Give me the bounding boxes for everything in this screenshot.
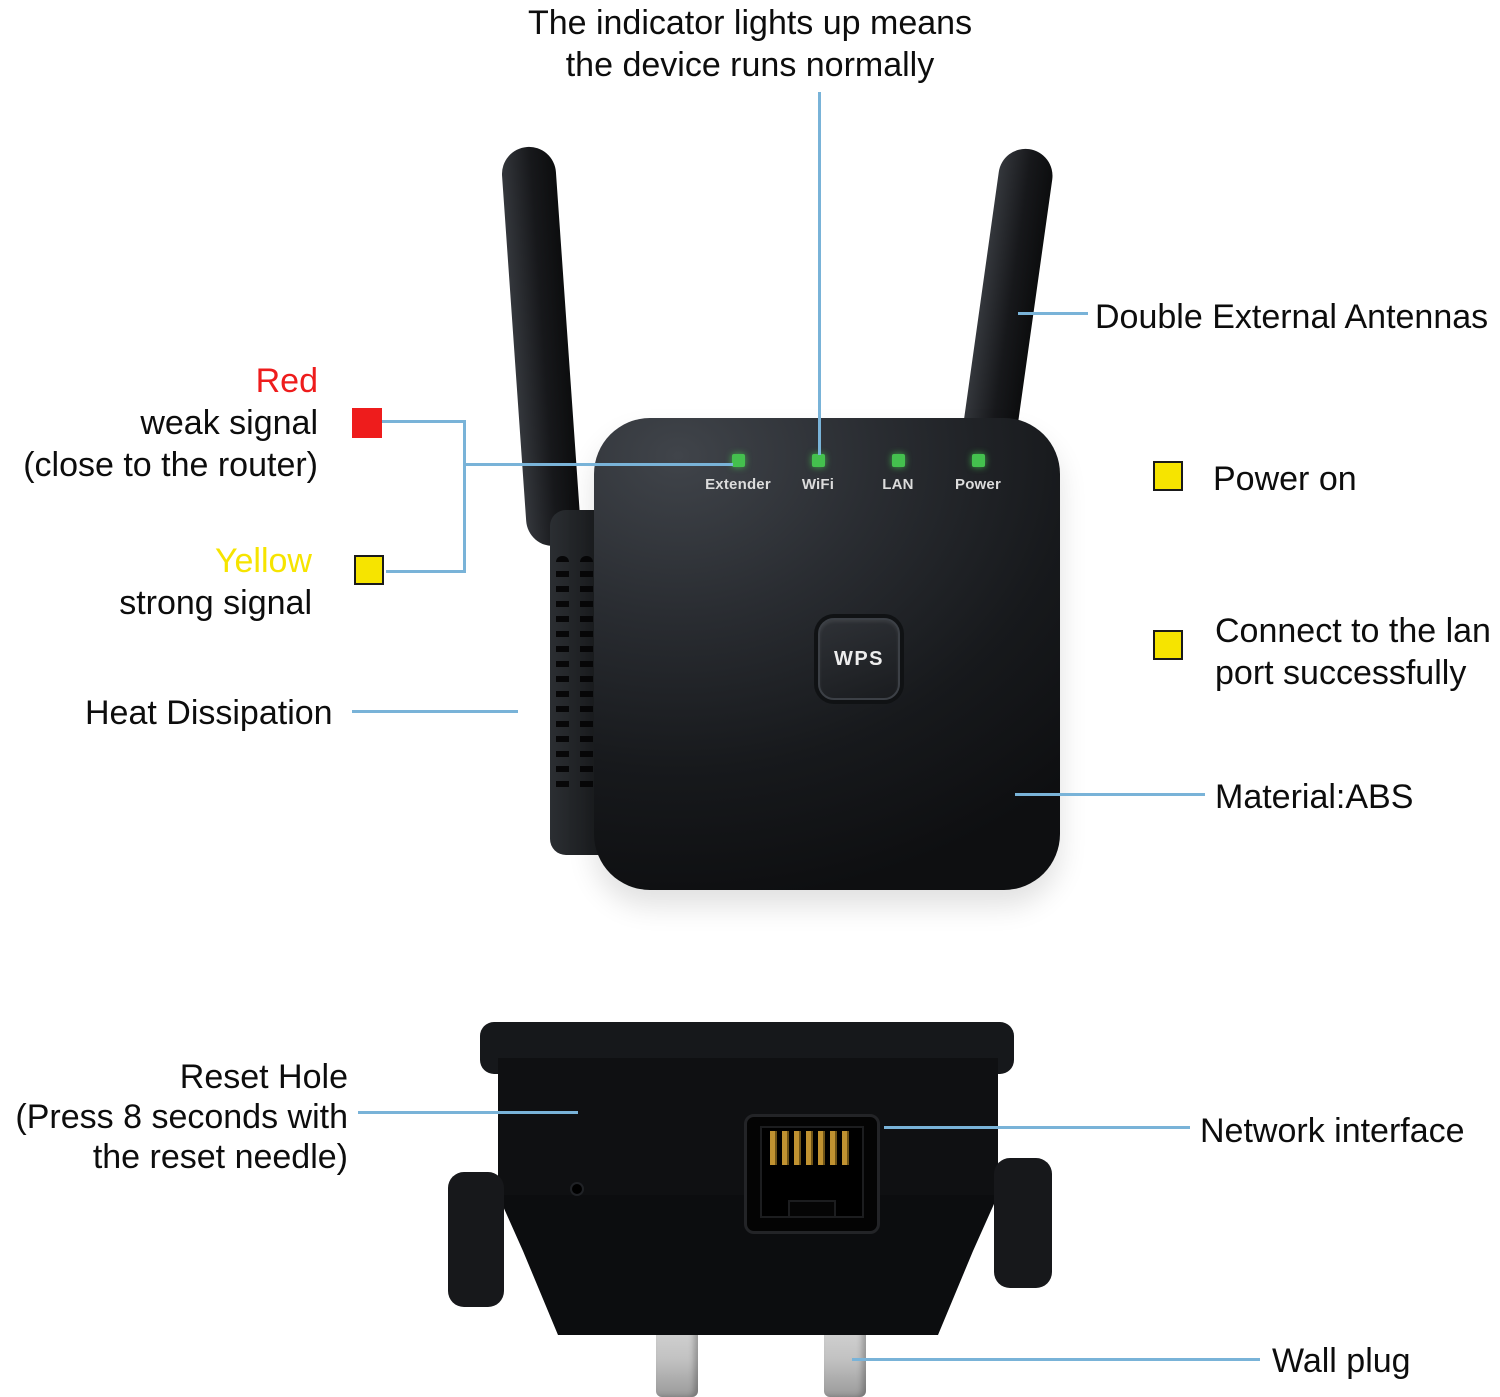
callout-line-antennas (1018, 312, 1088, 315)
yellow-signal-title: Yellow (214, 542, 312, 580)
callout-line-extender-led (463, 463, 733, 466)
material-label: Material:ABS (1215, 778, 1414, 816)
indicator-annotation: The indicator lights up means the device… (400, 2, 1100, 86)
red-signal-line1: weak signal (140, 404, 318, 442)
device-front-view: Extender WiFi LAN Power WPS (594, 418, 1060, 890)
yellow-signal-annotation: Yellow strong signal (0, 540, 312, 624)
lan-connect-line2: port successfully (1215, 654, 1467, 692)
extender-led-icon (731, 454, 745, 467)
ethernet-port (744, 1114, 880, 1234)
device-side-tab-right (994, 1158, 1052, 1288)
indicator-annotation-line2: the device runs normally (565, 46, 935, 84)
heat-dissipation-vents (556, 556, 596, 796)
left-antenna (500, 145, 582, 548)
red-signal-annotation: Red weak signal (close to the router) (0, 360, 318, 486)
lan-connect-annotation: Connect to the lan port successfully (1215, 610, 1491, 694)
reset-hole-line2: (Press 8 seconds with (15, 1098, 348, 1136)
power-led-icon (971, 454, 985, 467)
wps-button-label: WPS (833, 647, 885, 670)
callout-line-indicator (818, 92, 821, 455)
reset-hole-annotation: Reset Hole (Press 8 seconds with the res… (0, 1057, 348, 1177)
lan-connect-line1: Connect to the lan (1215, 612, 1491, 650)
antennas-label: Double External Antennas (1095, 298, 1489, 336)
ethernet-port-cavity (760, 1126, 864, 1218)
callout-line-material (1015, 793, 1205, 796)
callout-line-yellow-swatch (386, 570, 466, 573)
callout-line-signal-vertical (463, 420, 466, 573)
callout-line-wall-plug (852, 1358, 1260, 1361)
reset-hole (572, 1184, 582, 1194)
indicator-annotation-line1: The indicator lights up means (527, 4, 973, 42)
red-signal-line2: (close to the router) (23, 446, 318, 484)
ethernet-port-pins (770, 1131, 854, 1165)
callout-line-heat (352, 710, 518, 713)
network-interface-label: Network interface (1200, 1112, 1465, 1150)
lan-led-icon (891, 454, 905, 467)
vent-column (580, 556, 593, 796)
lan-led-label: LAN (882, 476, 914, 493)
callout-line-reset (358, 1111, 578, 1114)
power-on-swatch (1153, 461, 1183, 491)
reset-hole-line1: Reset Hole (179, 1058, 348, 1096)
led-group-lan: LAN (858, 454, 938, 493)
wps-button: WPS (818, 618, 900, 700)
device-side-tab-left (448, 1172, 504, 1307)
led-group-power: Power (938, 454, 1018, 493)
power-led-label: Power (954, 476, 1001, 493)
yellow-legend-swatch (354, 555, 384, 585)
ethernet-port-notch (788, 1200, 836, 1216)
led-group-wifi: WiFi (778, 454, 858, 493)
extender-led-label: Extender (705, 476, 771, 493)
wall-plug-label: Wall plug (1272, 1342, 1411, 1380)
wifi-led-icon (811, 454, 825, 467)
callout-line-red-swatch (382, 420, 466, 423)
callout-line-network (884, 1126, 1190, 1129)
power-on-label: Power on (1213, 460, 1357, 498)
indicator-led-row: Extender WiFi LAN Power (698, 454, 1018, 493)
vent-column (556, 556, 569, 796)
lan-connect-swatch (1153, 630, 1183, 660)
heat-dissipation-label: Heat Dissipation (85, 694, 333, 732)
wifi-led-label: WiFi (801, 476, 835, 493)
reset-hole-line3: the reset needle) (92, 1138, 348, 1176)
red-legend-swatch (352, 408, 382, 438)
red-signal-title: Red (255, 362, 318, 400)
led-group-extender: Extender (698, 454, 778, 493)
yellow-signal-line1: strong signal (119, 584, 312, 622)
